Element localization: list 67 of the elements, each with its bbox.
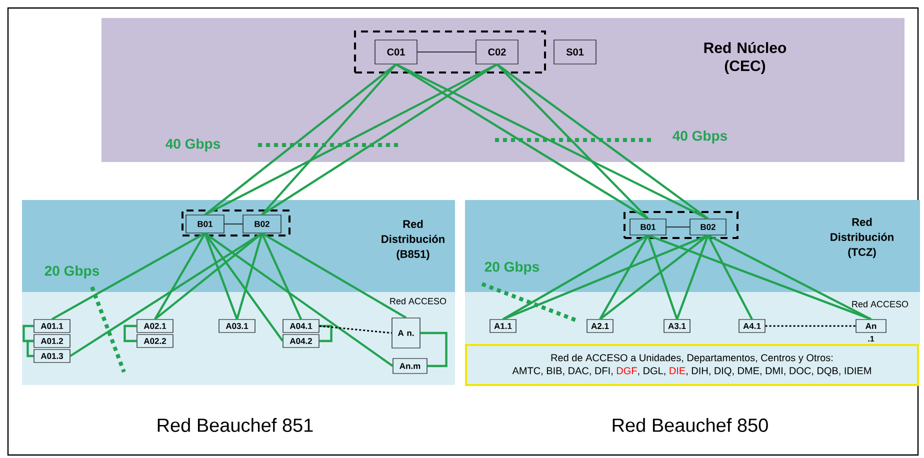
link-line <box>22 324 34 342</box>
switch-box: A02.1 <box>136 319 174 333</box>
link-line <box>496 64 649 220</box>
link-line <box>765 325 856 327</box>
switch-box: B01 <box>630 218 666 236</box>
switch-box: A1.1 <box>490 319 516 333</box>
link-line <box>70 232 263 357</box>
network-caption: Red Beauchef 851 <box>158 418 313 432</box>
link-line <box>599 234 709 320</box>
switch-box: C02 <box>476 40 518 64</box>
switch-box: B02 <box>690 218 726 236</box>
link-line <box>676 234 710 320</box>
switch-box: A2.1 <box>586 319 614 333</box>
switch-box: S01 <box>554 40 596 64</box>
link-line <box>261 232 302 320</box>
switch-box: A3.1 <box>664 319 690 333</box>
link-line <box>666 226 690 228</box>
switch-box: C01 <box>374 40 418 64</box>
speed-label: 40 Gbps <box>166 138 220 152</box>
switch-box: A01.1 <box>34 319 70 333</box>
cluster-box <box>354 30 546 74</box>
switch-box: An .1 <box>856 319 886 342</box>
switch-box: A02.2 <box>136 334 174 348</box>
switch-box: A01.3 <box>34 349 70 363</box>
speed-label: 40 Gbps <box>672 130 728 144</box>
speed-label: 20 Gbps <box>484 261 540 275</box>
link-line <box>204 232 238 320</box>
link-line <box>708 234 872 320</box>
link-line <box>154 232 263 320</box>
link-line <box>204 63 397 216</box>
switch-box: A04.2 <box>282 334 320 348</box>
link-line <box>395 63 649 220</box>
link-line <box>496 63 709 220</box>
link-line <box>648 234 872 320</box>
link-line <box>154 232 206 320</box>
link-line <box>261 232 407 319</box>
link-line <box>319 324 332 342</box>
node-label: .1 <box>868 336 874 342</box>
switch-box: An.m <box>392 358 428 374</box>
link-line <box>396 63 708 220</box>
cluster-box <box>624 211 738 239</box>
link-line <box>420 332 448 368</box>
link-line <box>124 324 137 342</box>
switch-box: A03.1 <box>218 319 256 333</box>
link-line <box>502 234 708 320</box>
switch-box: B01 <box>186 214 224 234</box>
link-line <box>26 340 34 358</box>
link-line <box>261 63 498 216</box>
network-caption: Red Beauchef 850 <box>612 418 768 432</box>
switch-box: A4.1 <box>738 319 766 333</box>
link-line <box>204 63 498 216</box>
speed-label: 20 Gbps <box>44 265 100 279</box>
link-line <box>599 234 649 320</box>
link-line <box>261 64 397 216</box>
link-line <box>707 234 753 320</box>
link-line <box>51 232 206 320</box>
switch-box: B02 <box>242 214 282 234</box>
switch-box: A n. <box>392 318 420 348</box>
link-line <box>646 234 678 320</box>
cluster-box <box>182 210 290 236</box>
link-line <box>502 234 649 320</box>
link-line <box>204 232 394 367</box>
link-line <box>319 325 392 334</box>
switch-box: A01.2 <box>34 334 70 348</box>
info-box: Red de ACCESO a Unidades, Departamentos, Centros y Otros: AMTC, BIB, DAC, DFI, DGF, DGL, DIE, DIH, DIQ, DME, DMI, DOC, DQB, IDIEM <box>465 344 919 386</box>
link-line <box>236 233 264 320</box>
switch-box: A04.1 <box>282 319 320 333</box>
